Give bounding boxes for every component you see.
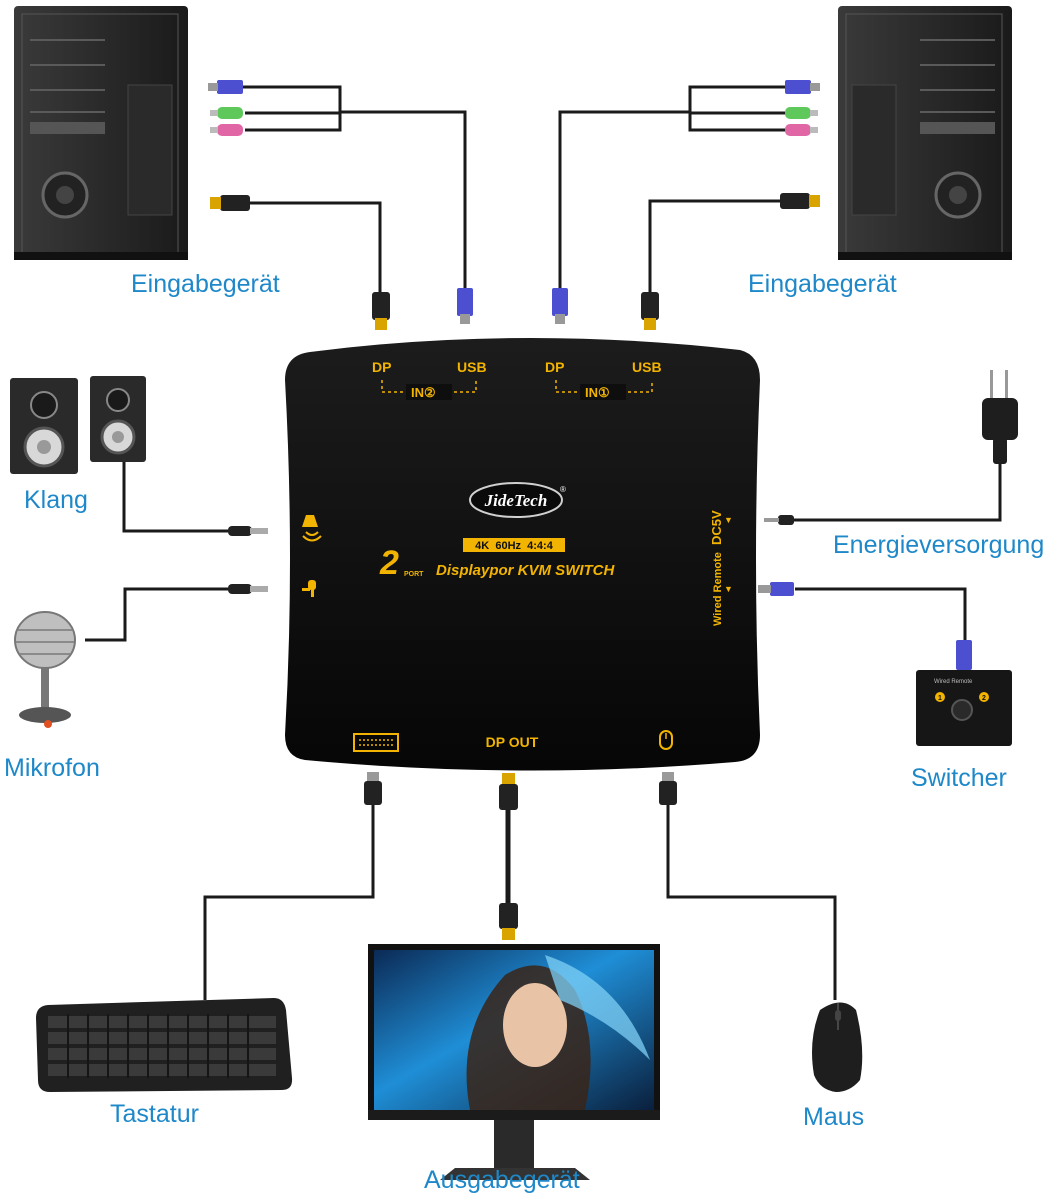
- brand-registered: ®: [560, 485, 566, 494]
- microphone-port-icon: [302, 580, 316, 597]
- speaker-cable: [122, 462, 228, 533]
- left-pc-usb-cable: [240, 85, 467, 290]
- right-pc-audio-pink: [688, 112, 785, 132]
- input-device-label-right: Eingabegerät: [748, 270, 897, 298]
- in1-dp-label: DP: [545, 359, 564, 375]
- box-input-plugs: [372, 288, 659, 330]
- switcher-remote-icon: Wired Remote 1 2: [916, 640, 1012, 746]
- switcher-label: Switcher: [911, 764, 1007, 792]
- product-title: Displaypor KVM SWITCH: [436, 562, 616, 579]
- in1-port-label: IN①: [585, 385, 610, 400]
- keyboard-icon: [36, 998, 293, 1092]
- sound-label: Klang: [24, 486, 88, 514]
- microphone-cable: [85, 587, 228, 642]
- mouse-icon: [812, 1002, 863, 1092]
- spec-bar: [463, 538, 565, 552]
- remote-port-label: Wired Remote: [712, 552, 724, 626]
- right-pc-dp-cable: [648, 199, 785, 295]
- mouse-port-icon: [659, 730, 673, 750]
- dc5v-label: DC5V: [709, 510, 724, 545]
- port-word: PORT: [404, 571, 424, 578]
- output-device-label: Ausgabegerät: [424, 1166, 580, 1194]
- mouse-label: Maus: [803, 1103, 865, 1131]
- brand-badge: [469, 482, 563, 518]
- mouse-cable: [666, 804, 837, 1000]
- dp-out-label: DP OUT: [486, 734, 539, 750]
- speaker-port-icon: [302, 515, 322, 542]
- dc-arrow-icon: ▼: [724, 515, 733, 525]
- remote-caption: Wired Remote: [934, 679, 973, 685]
- spec-text: 4K 60Hz 4:4:4: [475, 540, 554, 552]
- microphone-label: Mikrofon: [4, 754, 100, 782]
- cables: [85, 85, 1002, 1000]
- in1-usb-label: USB: [632, 359, 662, 375]
- box-output-plugs: [364, 772, 677, 940]
- right-pc-usb-cable: [558, 85, 785, 290]
- input-device-label-left: Eingabegerät: [131, 270, 280, 298]
- remote-btn2: 2: [982, 695, 986, 702]
- right-pc-tower: [838, 6, 1012, 260]
- switcher-cable: [795, 587, 967, 648]
- power-supply-label: Energieversorgung: [833, 531, 1045, 559]
- remote-btn1: 1: [938, 695, 942, 702]
- port-count: 2: [379, 544, 399, 582]
- keyboard-port-icon: [353, 733, 399, 752]
- power-adapter-icon: [982, 370, 1018, 464]
- right-pc-connectors: [780, 80, 820, 209]
- remote-switch-button: [951, 699, 973, 721]
- brand-name: JideTech: [484, 491, 548, 510]
- power-cable: [790, 462, 1002, 522]
- keyboard-label: Tastatur: [110, 1100, 199, 1128]
- left-pc-connectors: [208, 80, 250, 211]
- in2-dp-label: DP: [372, 359, 391, 375]
- in2-usb-label: USB: [457, 359, 487, 375]
- in2-port-label: IN②: [411, 385, 436, 400]
- speakers-icon: [10, 376, 146, 474]
- monitor-icon: [368, 944, 660, 1180]
- left-pc-audio-pink: [245, 112, 342, 132]
- kvm-switch-box: DP USB IN② DP USB IN① JideTech ® 4K 60Hz…: [285, 337, 760, 771]
- remote-arrow-icon: ▼: [724, 584, 733, 594]
- keyboard-cable: [203, 804, 375, 1000]
- microphone-icon: [14, 611, 76, 728]
- left-pc-tower: [14, 6, 188, 260]
- left-pc-dp-cable: [250, 201, 382, 295]
- box-side-plugs: [228, 515, 794, 596]
